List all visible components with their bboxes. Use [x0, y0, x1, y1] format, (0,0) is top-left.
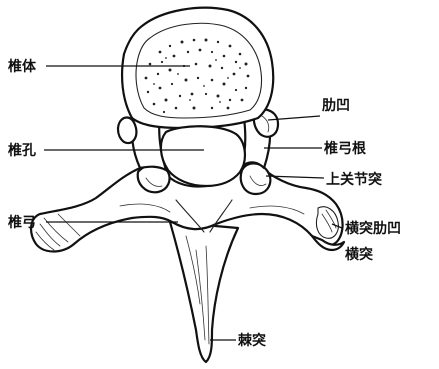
spinous-process-shape — [170, 222, 238, 362]
label-transverse-costal-facet: 横突肋凹 — [345, 220, 401, 237]
superior-articular-process-right — [241, 163, 271, 194]
label-pedicle: 椎弓根 — [323, 140, 367, 157]
vertebral-foramen-shape — [161, 126, 245, 186]
vertebra-drawing — [31, 8, 344, 362]
costal-facet-left-shape — [118, 117, 136, 143]
label-superior-articular-process: 上关节突 — [326, 171, 382, 188]
label-costal-facet: 肋凹 — [322, 98, 350, 114]
label-transverse-process: 横突 — [345, 246, 373, 263]
label-vertebral-body: 椎体 — [7, 58, 37, 75]
label-vertebral-arch: 椎弓 — [7, 214, 36, 231]
label-spinous-process: 棘突 — [238, 332, 266, 349]
label-vertebral-foramen: 椎孔 — [7, 142, 36, 159]
